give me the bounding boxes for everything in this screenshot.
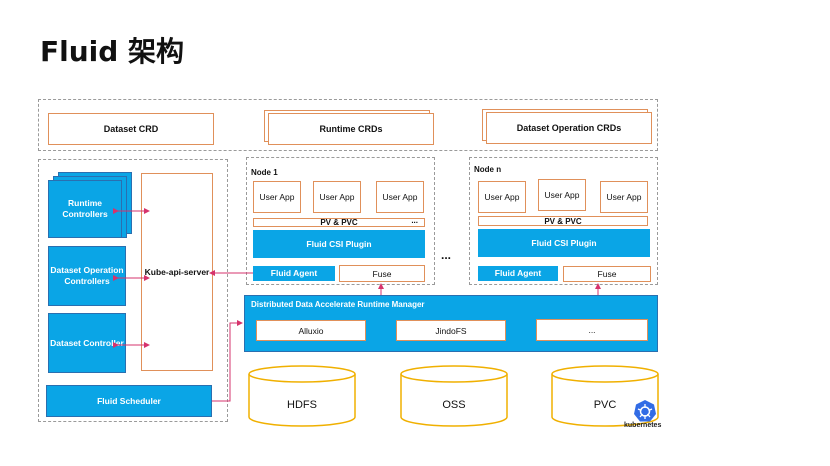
noden-user-app-2: User App: [538, 179, 586, 211]
noden-user-app-1: User App: [478, 181, 526, 213]
jindofs-box: JindoFS: [396, 320, 506, 341]
node1-pv-pvc-label: PV & PVC: [320, 218, 358, 227]
pvc-label: PVC: [593, 399, 617, 411]
noden-pv-pvc-bar: PV & PVC: [478, 216, 648, 226]
fluid-scheduler-box: Fluid Scheduler: [46, 385, 212, 417]
dataset-crd-box: Dataset CRD: [48, 113, 214, 145]
node1-user-app-1: User App: [253, 181, 301, 213]
noden-group: [469, 157, 658, 285]
node1-pv-pvc-bar: PV & PVC ...: [253, 216, 425, 227]
node1-csi-plugin-box: Fluid CSI Plugin: [253, 230, 425, 258]
node1-group: [246, 157, 435, 285]
noden-fluid-agent-box: Fluid Agent: [478, 266, 558, 281]
pvc-cylinder: PVC: [551, 365, 659, 427]
page-title: Fluid 架构: [40, 35, 185, 68]
noden-fuse-box: Fuse: [563, 266, 651, 282]
oss-cylinder-shape: [400, 365, 508, 427]
pvc-cylinder-shape: [551, 365, 659, 427]
arrow-scheduler-runtime-manager: [212, 320, 243, 402]
node1-user-app-3: User App: [376, 181, 424, 213]
node1-user-app-2: User App: [313, 181, 361, 213]
hdfs-label: HDFS: [287, 399, 317, 411]
node1-fuse-box: Fuse: [339, 265, 425, 282]
noden-csi-plugin-box: Fluid CSI Plugin: [478, 229, 650, 257]
hdfs-cylinder-shape: [248, 365, 356, 427]
nodes-ellipsis: ...: [441, 248, 452, 262]
crd-group: [38, 99, 658, 151]
hdfs-cylinder: HDFS: [248, 365, 356, 427]
runtime-controllers-box: Runtime Controllers: [48, 180, 122, 238]
node1-fluid-agent-box: Fluid Agent: [253, 266, 335, 281]
oss-cylinder: OSS: [400, 365, 508, 427]
oss-label: OSS: [442, 399, 466, 411]
noden-label: Node n: [474, 165, 502, 174]
alluxio-box: Alluxio: [256, 320, 366, 341]
kubernetes-icon: [633, 399, 657, 423]
control-plane-group: [38, 159, 228, 422]
dataset-operation-crds-box: Dataset Operation CRDs: [486, 112, 652, 144]
node1-pvc-ellipsis: ...: [411, 216, 418, 225]
runtime-manager-label: Distributed Data Accelerate Runtime Mana…: [251, 300, 425, 309]
noden-user-app-3: User App: [600, 181, 648, 213]
kube-api-server-box: Kube-api-server: [141, 173, 213, 371]
kubernetes-label: kubernetes: [624, 422, 662, 429]
runtime-crds-box: Runtime CRDs: [268, 113, 434, 145]
node1-label: Node 1: [251, 168, 278, 177]
runtime-more-box: ...: [536, 319, 648, 341]
